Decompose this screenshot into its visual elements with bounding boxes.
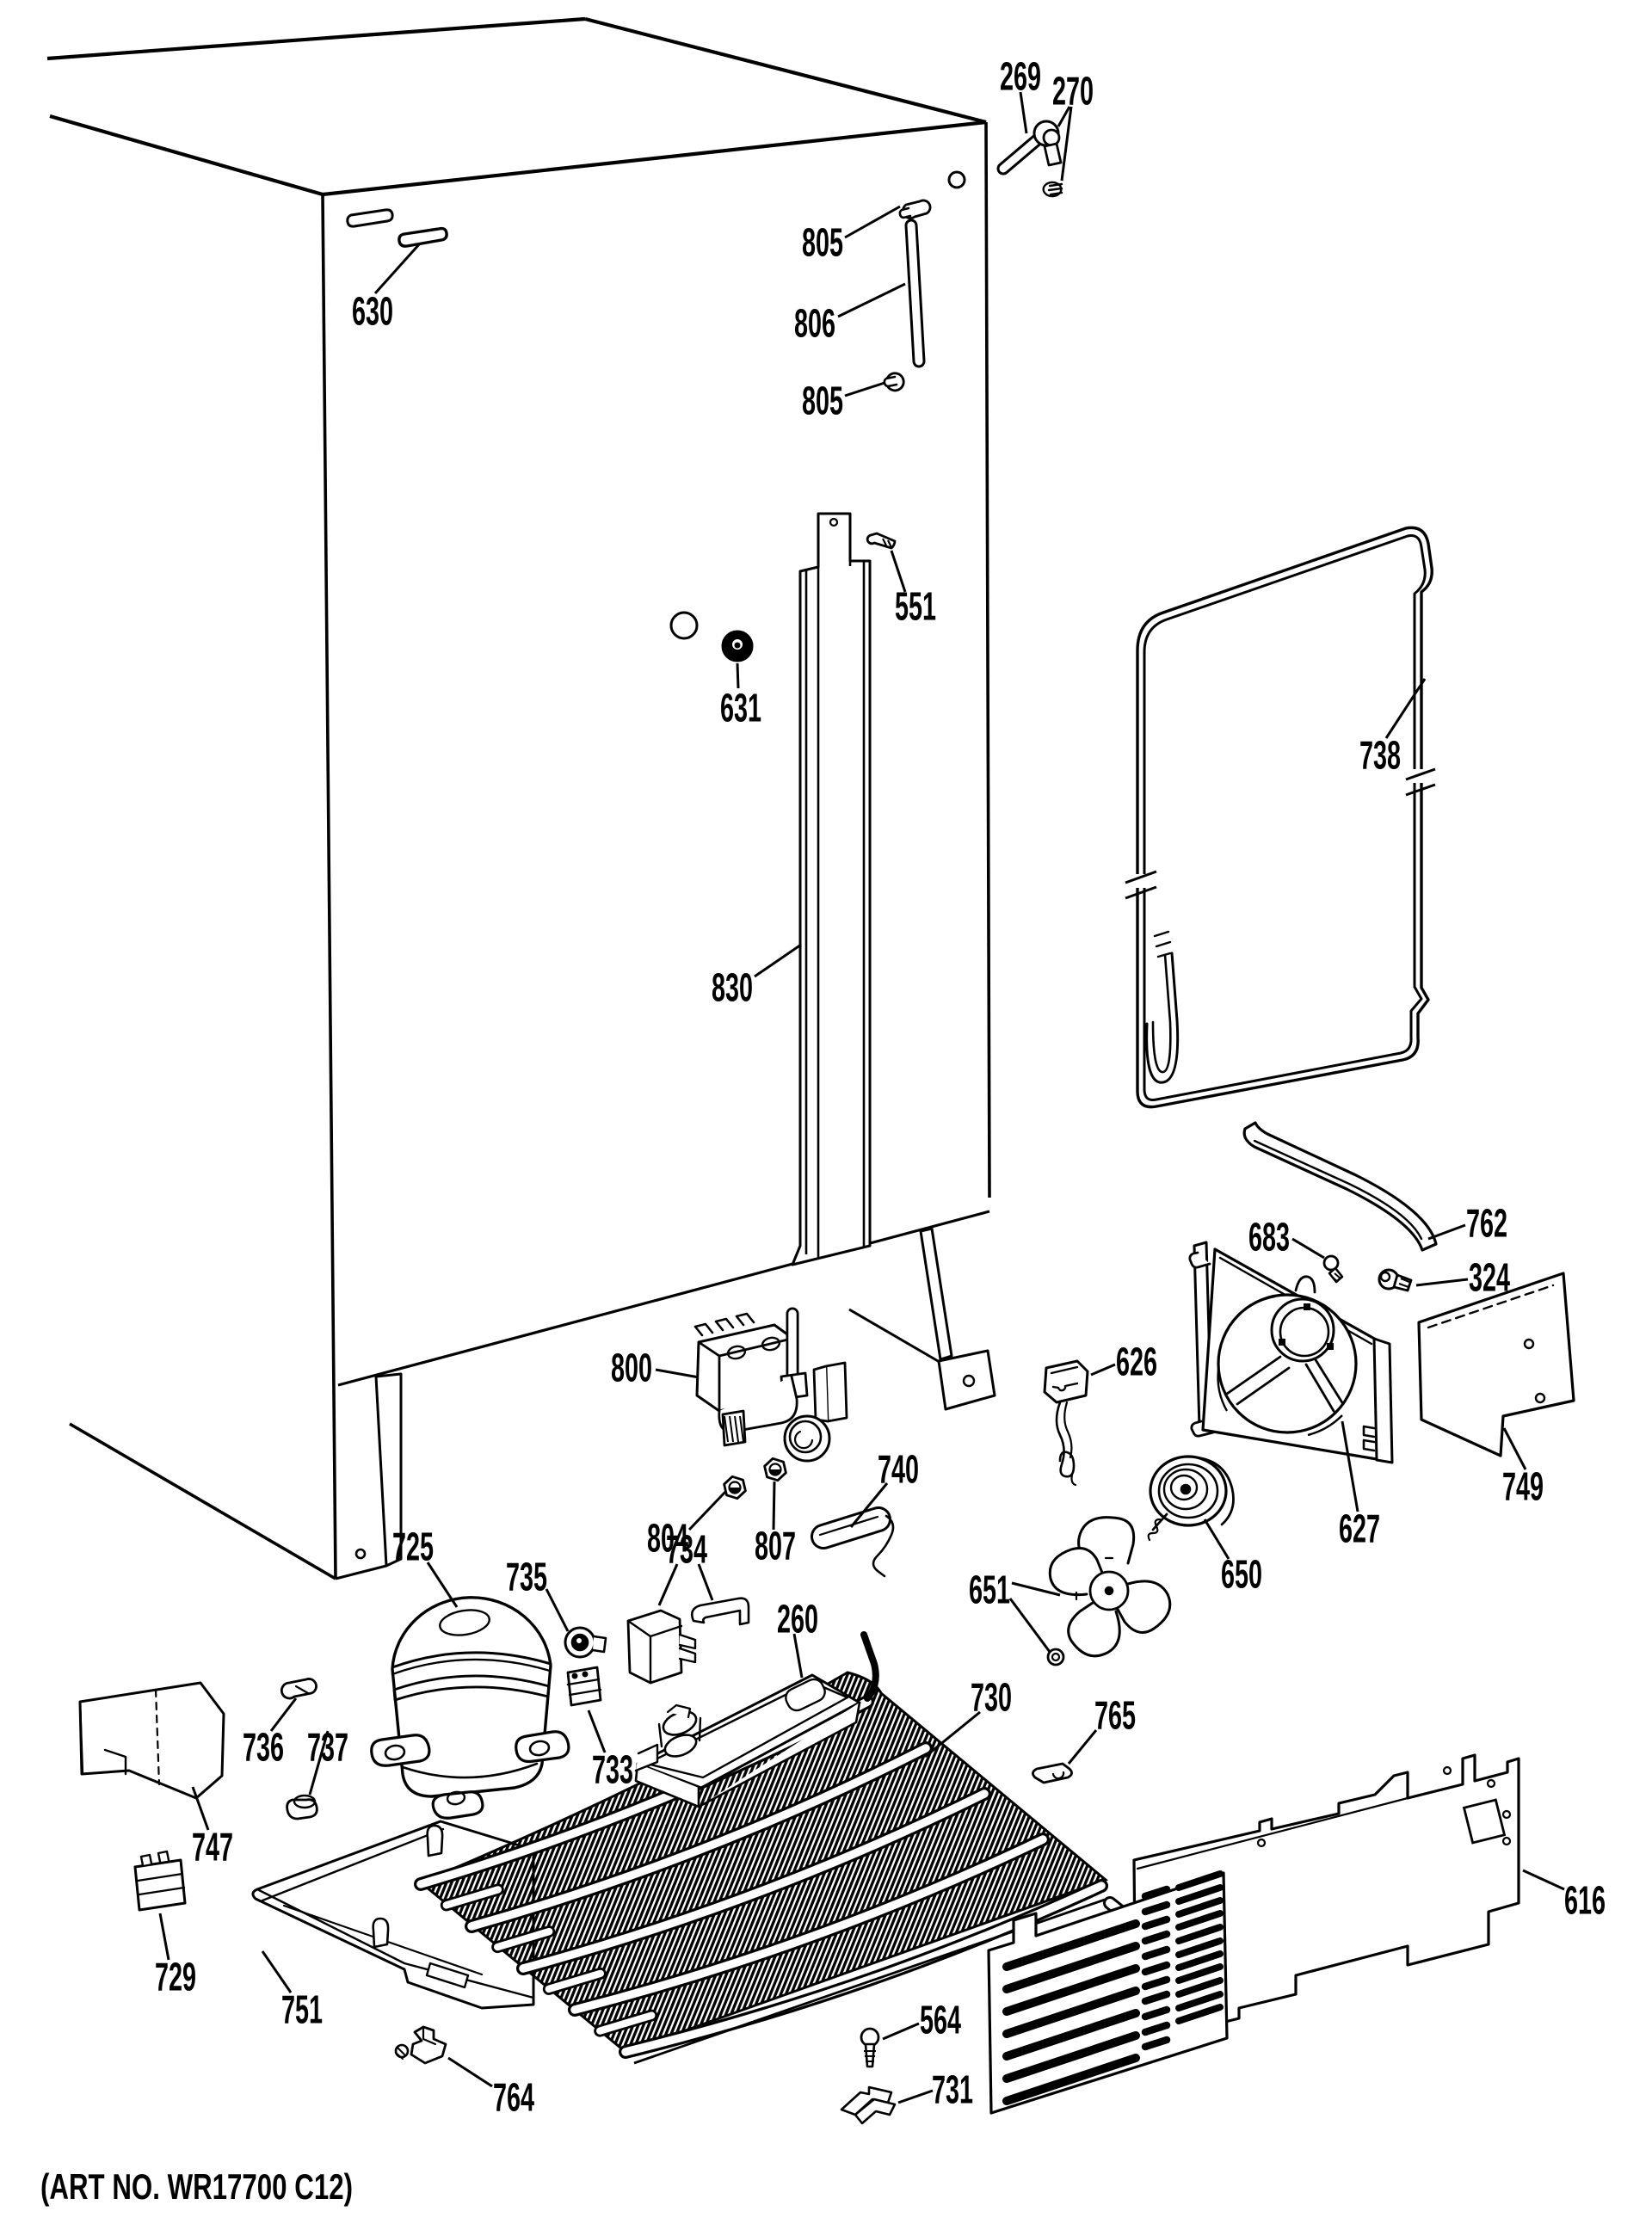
svg-text:800: 800 bbox=[611, 1346, 652, 1390]
svg-text:830: 830 bbox=[712, 965, 753, 1010]
svg-text:735: 735 bbox=[506, 1555, 547, 1599]
svg-text:749: 749 bbox=[1502, 1464, 1544, 1509]
svg-text:738: 738 bbox=[1359, 733, 1401, 778]
svg-text:683: 683 bbox=[1248, 1215, 1290, 1260]
svg-text:751: 751 bbox=[281, 1987, 323, 2032]
svg-text:627: 627 bbox=[1339, 1506, 1380, 1551]
svg-text:260: 260 bbox=[777, 1597, 818, 1642]
svg-text:764: 764 bbox=[493, 2075, 534, 2120]
svg-text:630: 630 bbox=[352, 289, 393, 334]
svg-text:734: 734 bbox=[666, 1527, 707, 1572]
svg-text:730: 730 bbox=[971, 1675, 1012, 1720]
svg-text:806: 806 bbox=[794, 301, 835, 346]
svg-text:765: 765 bbox=[1094, 1693, 1136, 1738]
svg-text:807: 807 bbox=[755, 1524, 796, 1568]
svg-text:270: 270 bbox=[1052, 69, 1094, 114]
svg-text:725: 725 bbox=[392, 1525, 434, 1569]
svg-text:740: 740 bbox=[878, 1447, 919, 1492]
svg-text:324: 324 bbox=[1469, 1255, 1510, 1300]
svg-text:762: 762 bbox=[1466, 1201, 1507, 1246]
svg-text:551: 551 bbox=[895, 584, 936, 629]
svg-text:616: 616 bbox=[1564, 1878, 1606, 1923]
svg-text:747: 747 bbox=[192, 1825, 233, 1870]
svg-text:(ART NO. WR17700 C12): (ART NO. WR17700 C12) bbox=[40, 2166, 353, 2207]
svg-text:651: 651 bbox=[969, 1568, 1010, 1612]
svg-text:564: 564 bbox=[920, 1998, 961, 2042]
svg-text:805: 805 bbox=[802, 379, 843, 423]
svg-text:731: 731 bbox=[932, 2067, 973, 2112]
svg-text:805: 805 bbox=[802, 220, 843, 265]
svg-text:729: 729 bbox=[155, 1955, 196, 1999]
svg-text:733: 733 bbox=[592, 1747, 633, 1792]
svg-text:269: 269 bbox=[1000, 54, 1041, 99]
svg-text:631: 631 bbox=[720, 686, 761, 730]
svg-text:626: 626 bbox=[1116, 1340, 1157, 1384]
svg-text:736: 736 bbox=[243, 1725, 284, 1770]
svg-text:804: 804 bbox=[647, 1516, 688, 1561]
